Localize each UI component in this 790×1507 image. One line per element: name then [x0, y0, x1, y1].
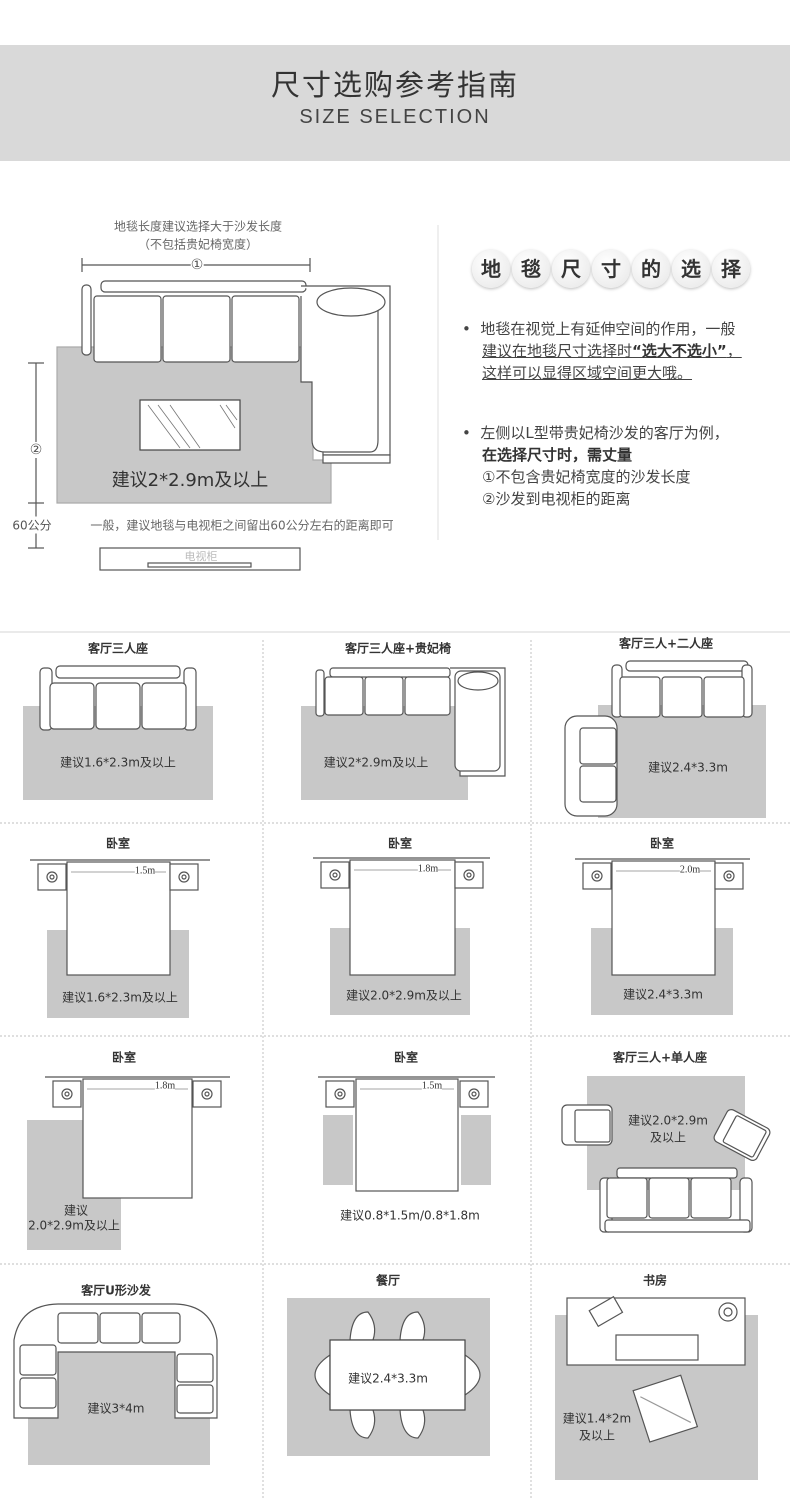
nightstand: [320, 861, 350, 889]
nightstand: [459, 1080, 489, 1108]
text: 这样可以显得区域空间更大哦。: [482, 364, 693, 382]
guide-paragraph-1: • 地毯在视觉上有延伸空间的作用，一般 建议在地毯尺寸选择时“选大不选小”， 这…: [462, 318, 742, 384]
panel-label-line2: 及以上: [578, 1428, 616, 1443]
emphasis: 在选择尺寸时，需丈量: [482, 446, 633, 464]
bed-width: 1.8m: [154, 1080, 176, 1092]
rug: [323, 1115, 353, 1185]
text: 地毯在视觉上有延伸空间的作用，一般: [480, 320, 736, 338]
panel-label: 建议2.4*3.3m: [623, 987, 703, 1002]
panel-label: 建议3*4m: [87, 1401, 145, 1416]
panel-label: 建议2*2.9m及以上: [323, 755, 429, 770]
rug: [461, 1115, 491, 1185]
lamp-icon: [466, 872, 472, 878]
guide-paragraph-2: • 左侧以L型带贵妃椅沙发的客厅为例， 在选择尺寸时，需丈量 ①不包含贵妃椅宽度…: [462, 422, 729, 510]
panel-label: 建议2.4*3.3m: [348, 1369, 428, 1387]
lamp-icon: [64, 1091, 70, 1097]
text: 左侧以L型带贵妃椅沙发的客厅为例，: [480, 424, 729, 442]
page-title: 尺寸选购参考指南: [270, 68, 519, 102]
lamp-icon: [49, 874, 55, 880]
lamp-icon: [181, 874, 187, 880]
panel-title: 书房: [642, 1273, 668, 1288]
length-note: 地毯长度建议选择大于沙发长度: [113, 219, 283, 234]
panel-label: 建议0.8*1.5m/0.8*1.8m: [340, 1208, 480, 1223]
bed: [349, 859, 456, 976]
panel-label: 建议2.4*3.3m: [648, 760, 728, 775]
header-banner: [0, 45, 790, 161]
distance-note: 一般，建议地毯与电视柜之间留出60公分左右的距离即可: [90, 518, 394, 533]
panel-title: 卧室: [649, 836, 675, 851]
text: ②沙发到电视柜的距离: [482, 490, 631, 508]
bed: [355, 1078, 459, 1192]
panel-label: 建议: [63, 1203, 89, 1218]
guide-heading: 地毯尺寸的选择: [472, 250, 752, 288]
panel-title: 客厅三人座+贵妃椅: [344, 641, 452, 656]
bed: [66, 861, 171, 976]
panel-label: 建议1.6*2.3m及以上: [60, 755, 176, 770]
panel-label-line2: 及以上: [649, 1130, 687, 1145]
heading-char: 地: [472, 250, 510, 288]
heading-char: 尺: [552, 250, 590, 288]
panel-title: 卧室: [111, 1050, 137, 1065]
bed-width: 1.5m: [421, 1080, 443, 1092]
panel-title: 餐厅: [375, 1273, 401, 1288]
bed-width: 1.8m: [417, 863, 439, 875]
panel-title: 卧室: [393, 1050, 419, 1065]
distance-label: 60公分: [12, 516, 52, 534]
bullet: •: [462, 424, 471, 442]
panel-label: 建议1.4*2m: [562, 1411, 632, 1426]
heading-char: 选: [672, 250, 710, 288]
heading-char: 择: [712, 250, 750, 288]
panel-label: 建议2.0*2.9m及以上: [346, 988, 462, 1003]
main-diagram: [28, 258, 391, 571]
rug-size-label: 建议2*2.9m及以上: [111, 470, 269, 491]
bullet: •: [462, 320, 471, 338]
panel-title: 客厅三人座: [87, 641, 149, 656]
text: ，: [726, 342, 742, 360]
bed: [82, 1078, 193, 1199]
bed: [611, 860, 716, 976]
panel-title: 卧室: [105, 836, 131, 851]
text: ①不包含贵妃椅宽度的沙发长度: [482, 468, 691, 486]
panel-label: 建议2.0*2.9m: [628, 1113, 708, 1128]
heading-char: 毯: [512, 250, 550, 288]
tv-cabinet-label: 电视柜: [184, 550, 218, 563]
panel-title: 客厅三人+二人座: [618, 636, 714, 651]
heading-char: 的: [632, 250, 670, 288]
panel-title: 卧室: [387, 836, 413, 851]
nightstand: [192, 1080, 222, 1108]
panel-title: 客厅U形沙发: [81, 1283, 151, 1298]
lamp-icon: [332, 872, 338, 878]
panel-label-line2: 2.0*2.9m及以上: [28, 1218, 120, 1233]
marker-2: ②: [29, 442, 43, 458]
nightstand: [454, 861, 484, 889]
lamp-icon: [337, 1091, 343, 1097]
heading-char: 寸: [592, 250, 630, 288]
bed-width: 2.0m: [679, 864, 701, 876]
bed-width: 1.5m: [134, 865, 156, 877]
emphasis: “选大不选小”: [632, 342, 727, 360]
panel-title: 客厅三人+单人座: [612, 1050, 708, 1065]
lamp-icon: [204, 1091, 210, 1097]
text: 建议在地毯尺寸选择时: [482, 342, 633, 360]
length-note-sub: （不包括贵妃椅宽度）: [137, 237, 259, 252]
lamp-icon: [471, 1091, 477, 1097]
lamp-icon: [726, 873, 732, 879]
page-subtitle: SIZE SELECTION: [299, 106, 491, 128]
marker-1: ①: [190, 257, 204, 273]
lamp-icon: [594, 873, 600, 879]
panel-label: 建议1.6*2.3m及以上: [62, 990, 178, 1005]
